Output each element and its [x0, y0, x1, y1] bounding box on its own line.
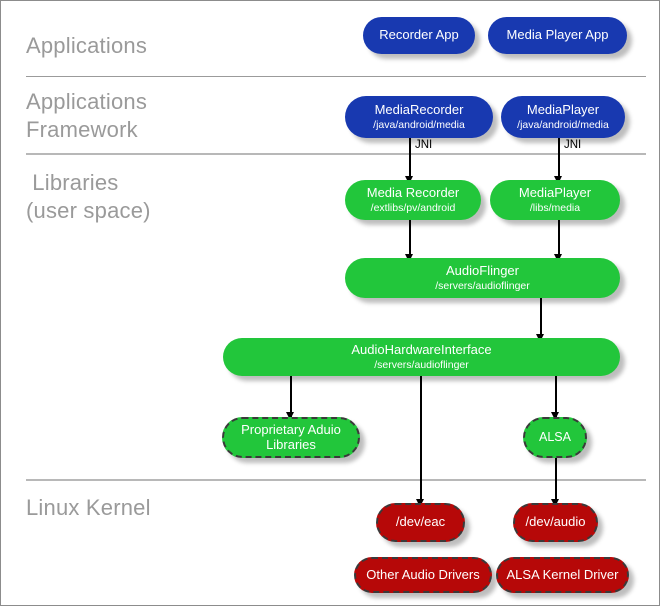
node-mediaplayer-framework[interactable]: MediaPlayer /java/android/media: [501, 96, 625, 138]
connector-audiohardwareinterface-to-dev-eac: [420, 376, 422, 503]
node-media-player-app-title: Media Player App: [506, 27, 609, 43]
node-mediarecorder-framework-path: /java/android/media: [373, 118, 465, 131]
node-dev-eac-title: /dev/eac: [395, 514, 446, 530]
layer-label-libraries: Libraries (user space): [26, 170, 151, 223]
connector-audiohardwareinterface-to-proprietary: [290, 376, 292, 418]
node-audioflinger-path: /servers/audioflinger: [435, 279, 530, 292]
layer-label-linux-kernel: Linux Kernel: [26, 495, 151, 520]
node-media-recorder-lib-title: Media Recorder: [366, 185, 460, 201]
connector-audiohardwareinterface-to-alsa: [555, 376, 557, 418]
node-mediarecorder-framework-title: MediaRecorder: [374, 102, 464, 118]
node-proprietary-audio-libraries-title: Proprietary Aduio Libraries: [241, 422, 341, 452]
connector-audioflinger-to-audiohardwareinterface: [540, 298, 542, 340]
node-media-recorder-lib-path: /extlibs/pv/android: [370, 201, 456, 214]
connector-mediarecorder-to-audioflinger: [409, 220, 411, 260]
node-alsa-kernel-driver[interactable]: ALSA Kernel Driver: [496, 557, 629, 593]
connector-alsa-to-dev-audio: [555, 458, 557, 503]
node-mediaplayer-lib-title: MediaPlayer: [518, 185, 592, 201]
divider-applications-framework: [26, 153, 646, 155]
node-mediarecorder-framework[interactable]: MediaRecorder /java/android/media: [345, 96, 493, 138]
node-other-audio-drivers-title: Other Audio Drivers: [366, 566, 480, 582]
node-audioflinger[interactable]: AudioFlinger /servers/audioflinger: [345, 258, 620, 298]
divider-applications: [26, 76, 646, 77]
node-audiohardwareinterface-title: AudioHardwareInterface: [351, 342, 492, 358]
node-mediaplayer-lib[interactable]: MediaPlayer /libs/media: [490, 180, 620, 220]
layer-label-applications: Applications: [26, 33, 148, 58]
connector-mediaplayer-jni: [558, 138, 560, 180]
node-alsa-kernel-driver-title: ALSA Kernel Driver: [506, 566, 619, 582]
node-audioflinger-title: AudioFlinger: [446, 263, 519, 279]
node-audiohardwareinterface-path: /servers/audioflinger: [374, 358, 469, 371]
node-alsa-title: ALSA: [539, 429, 571, 444]
layer-label-applications-framework: Applications Framework: [26, 89, 148, 142]
edge-label-jni-player: JNI: [564, 139, 582, 151]
node-dev-audio[interactable]: /dev/audio: [513, 503, 598, 542]
node-other-audio-drivers[interactable]: Other Audio Drivers: [354, 557, 492, 593]
node-mediaplayer-framework-title: MediaPlayer: [526, 102, 600, 118]
node-recorder-app-title: Recorder App: [379, 27, 459, 43]
node-media-recorder-lib[interactable]: Media Recorder /extlibs/pv/android: [345, 180, 481, 220]
connector-mediaplayer-to-audioflinger: [558, 220, 560, 260]
node-proprietary-audio-libraries[interactable]: Proprietary Aduio Libraries: [222, 417, 360, 458]
node-mediaplayer-lib-path: /libs/media: [529, 201, 581, 214]
connector-mediarecorder-jni: [409, 138, 411, 180]
node-dev-eac[interactable]: /dev/eac: [376, 503, 465, 542]
arrowhead-audiohardwareinterface-to-proprietary: [286, 412, 294, 420]
node-recorder-app[interactable]: Recorder App: [363, 17, 475, 54]
node-mediaplayer-framework-path: /java/android/media: [517, 118, 609, 131]
node-media-player-app[interactable]: Media Player App: [488, 17, 627, 54]
node-audiohardwareinterface[interactable]: AudioHardwareInterface /servers/audiofli…: [223, 338, 620, 376]
arrowhead-audiohardwareinterface-to-alsa: [551, 412, 559, 420]
node-dev-audio-title: /dev/audio: [525, 514, 586, 530]
divider-linux-kernel: [26, 479, 646, 481]
edge-label-jni-recorder: JNI: [415, 139, 433, 151]
node-alsa[interactable]: ALSA: [523, 417, 587, 458]
